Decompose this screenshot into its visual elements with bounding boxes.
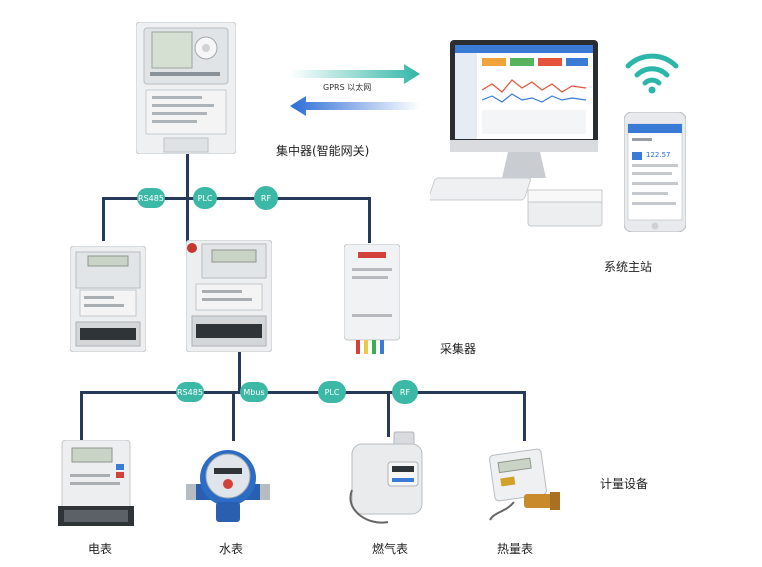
bus2-drop-heat (523, 391, 526, 441)
gas-meter (348, 430, 428, 530)
bus2-tag-plc: PLC (318, 381, 346, 403)
heat-meter-label: 热量表 (497, 542, 534, 556)
concentrator-device (135, 21, 237, 155)
bus1-tag-plc: PLC (193, 187, 217, 209)
comm-label: GPRS 以太网 (323, 83, 372, 92)
comm-arrows (290, 64, 420, 116)
gas-meter-label: 燃气表 (372, 542, 409, 556)
bus2-horizontal (80, 391, 526, 394)
master-station-label: 系统主站 (604, 260, 653, 274)
bus2-drop-electric (80, 391, 83, 441)
bus1-tag-rs485: RS485 (137, 188, 165, 208)
app-price-value: 122.57 (646, 151, 671, 159)
bus2-tag-rf: RF (392, 380, 418, 404)
bus1-horizontal (102, 197, 371, 200)
electric-meter (58, 439, 134, 530)
collector-box (343, 243, 401, 354)
electric-meter-label: 电表 (88, 542, 113, 556)
bus2-drop-water (232, 391, 235, 441)
master-station-computer (428, 40, 610, 240)
metering-label: 计量设备 (600, 477, 649, 491)
bus2-drop-gas (387, 391, 390, 437)
water-meter (186, 446, 270, 530)
bus1-drop-right (368, 197, 371, 243)
bus1-drop-left (102, 197, 105, 241)
heat-meter (484, 446, 564, 526)
collector-label: 采集器 (440, 342, 477, 356)
bus2-tag-mbus: Mbus (240, 382, 268, 402)
water-meter-label: 水表 (219, 542, 244, 556)
bus1-tag-rf: RF (254, 186, 278, 210)
bus2-tag-rs485: RS485 (176, 382, 204, 402)
collector-meter-1 (69, 245, 147, 353)
bus1-drop-concentrator (186, 154, 189, 244)
wifi-icon (625, 53, 679, 94)
collector-meter-2 (185, 239, 273, 353)
mobile-phone (623, 111, 687, 233)
concentrator-label: 集中器(智能网关) (276, 144, 370, 158)
bus2-drop-collector (238, 352, 241, 394)
